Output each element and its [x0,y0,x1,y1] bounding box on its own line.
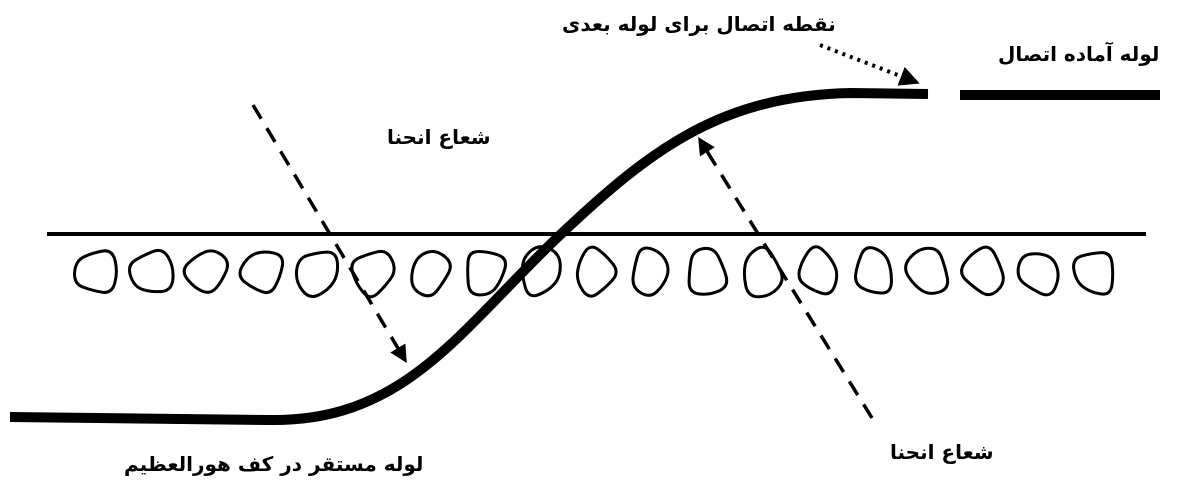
stone [350,249,396,299]
stone [73,249,118,294]
pipe-on-floor-label: لوله مستقر در کف هورالعظیم [124,452,424,476]
ready-pipe-label: لوله آماده اتصال [998,42,1160,66]
stone [238,250,285,295]
bend-radius-label-lower: شعاع انحنا [890,440,994,464]
stone [797,245,839,296]
stone [854,246,893,295]
stone [410,250,452,298]
bend-radius-arrow-upper [251,104,407,364]
stone [687,246,729,296]
laid-pipe [9,87,929,426]
stone [575,245,618,298]
bend-radius-arrow-lower [698,137,874,419]
stone [960,245,1005,297]
stone-layer [73,245,1115,299]
stone [520,245,562,298]
connection-point-label: نقطه اتصال برای لوله بعدی [562,12,836,36]
stone [182,249,229,294]
stone [128,248,175,294]
stone [1072,251,1115,296]
stone [294,250,340,299]
stone [631,246,670,297]
stone [1016,252,1060,297]
stone [904,246,950,295]
stone [742,245,784,299]
stone [466,250,508,297]
connection-point-arrow [819,43,920,86]
bend-radius-label-upper: شعاع انحنا [387,125,491,149]
